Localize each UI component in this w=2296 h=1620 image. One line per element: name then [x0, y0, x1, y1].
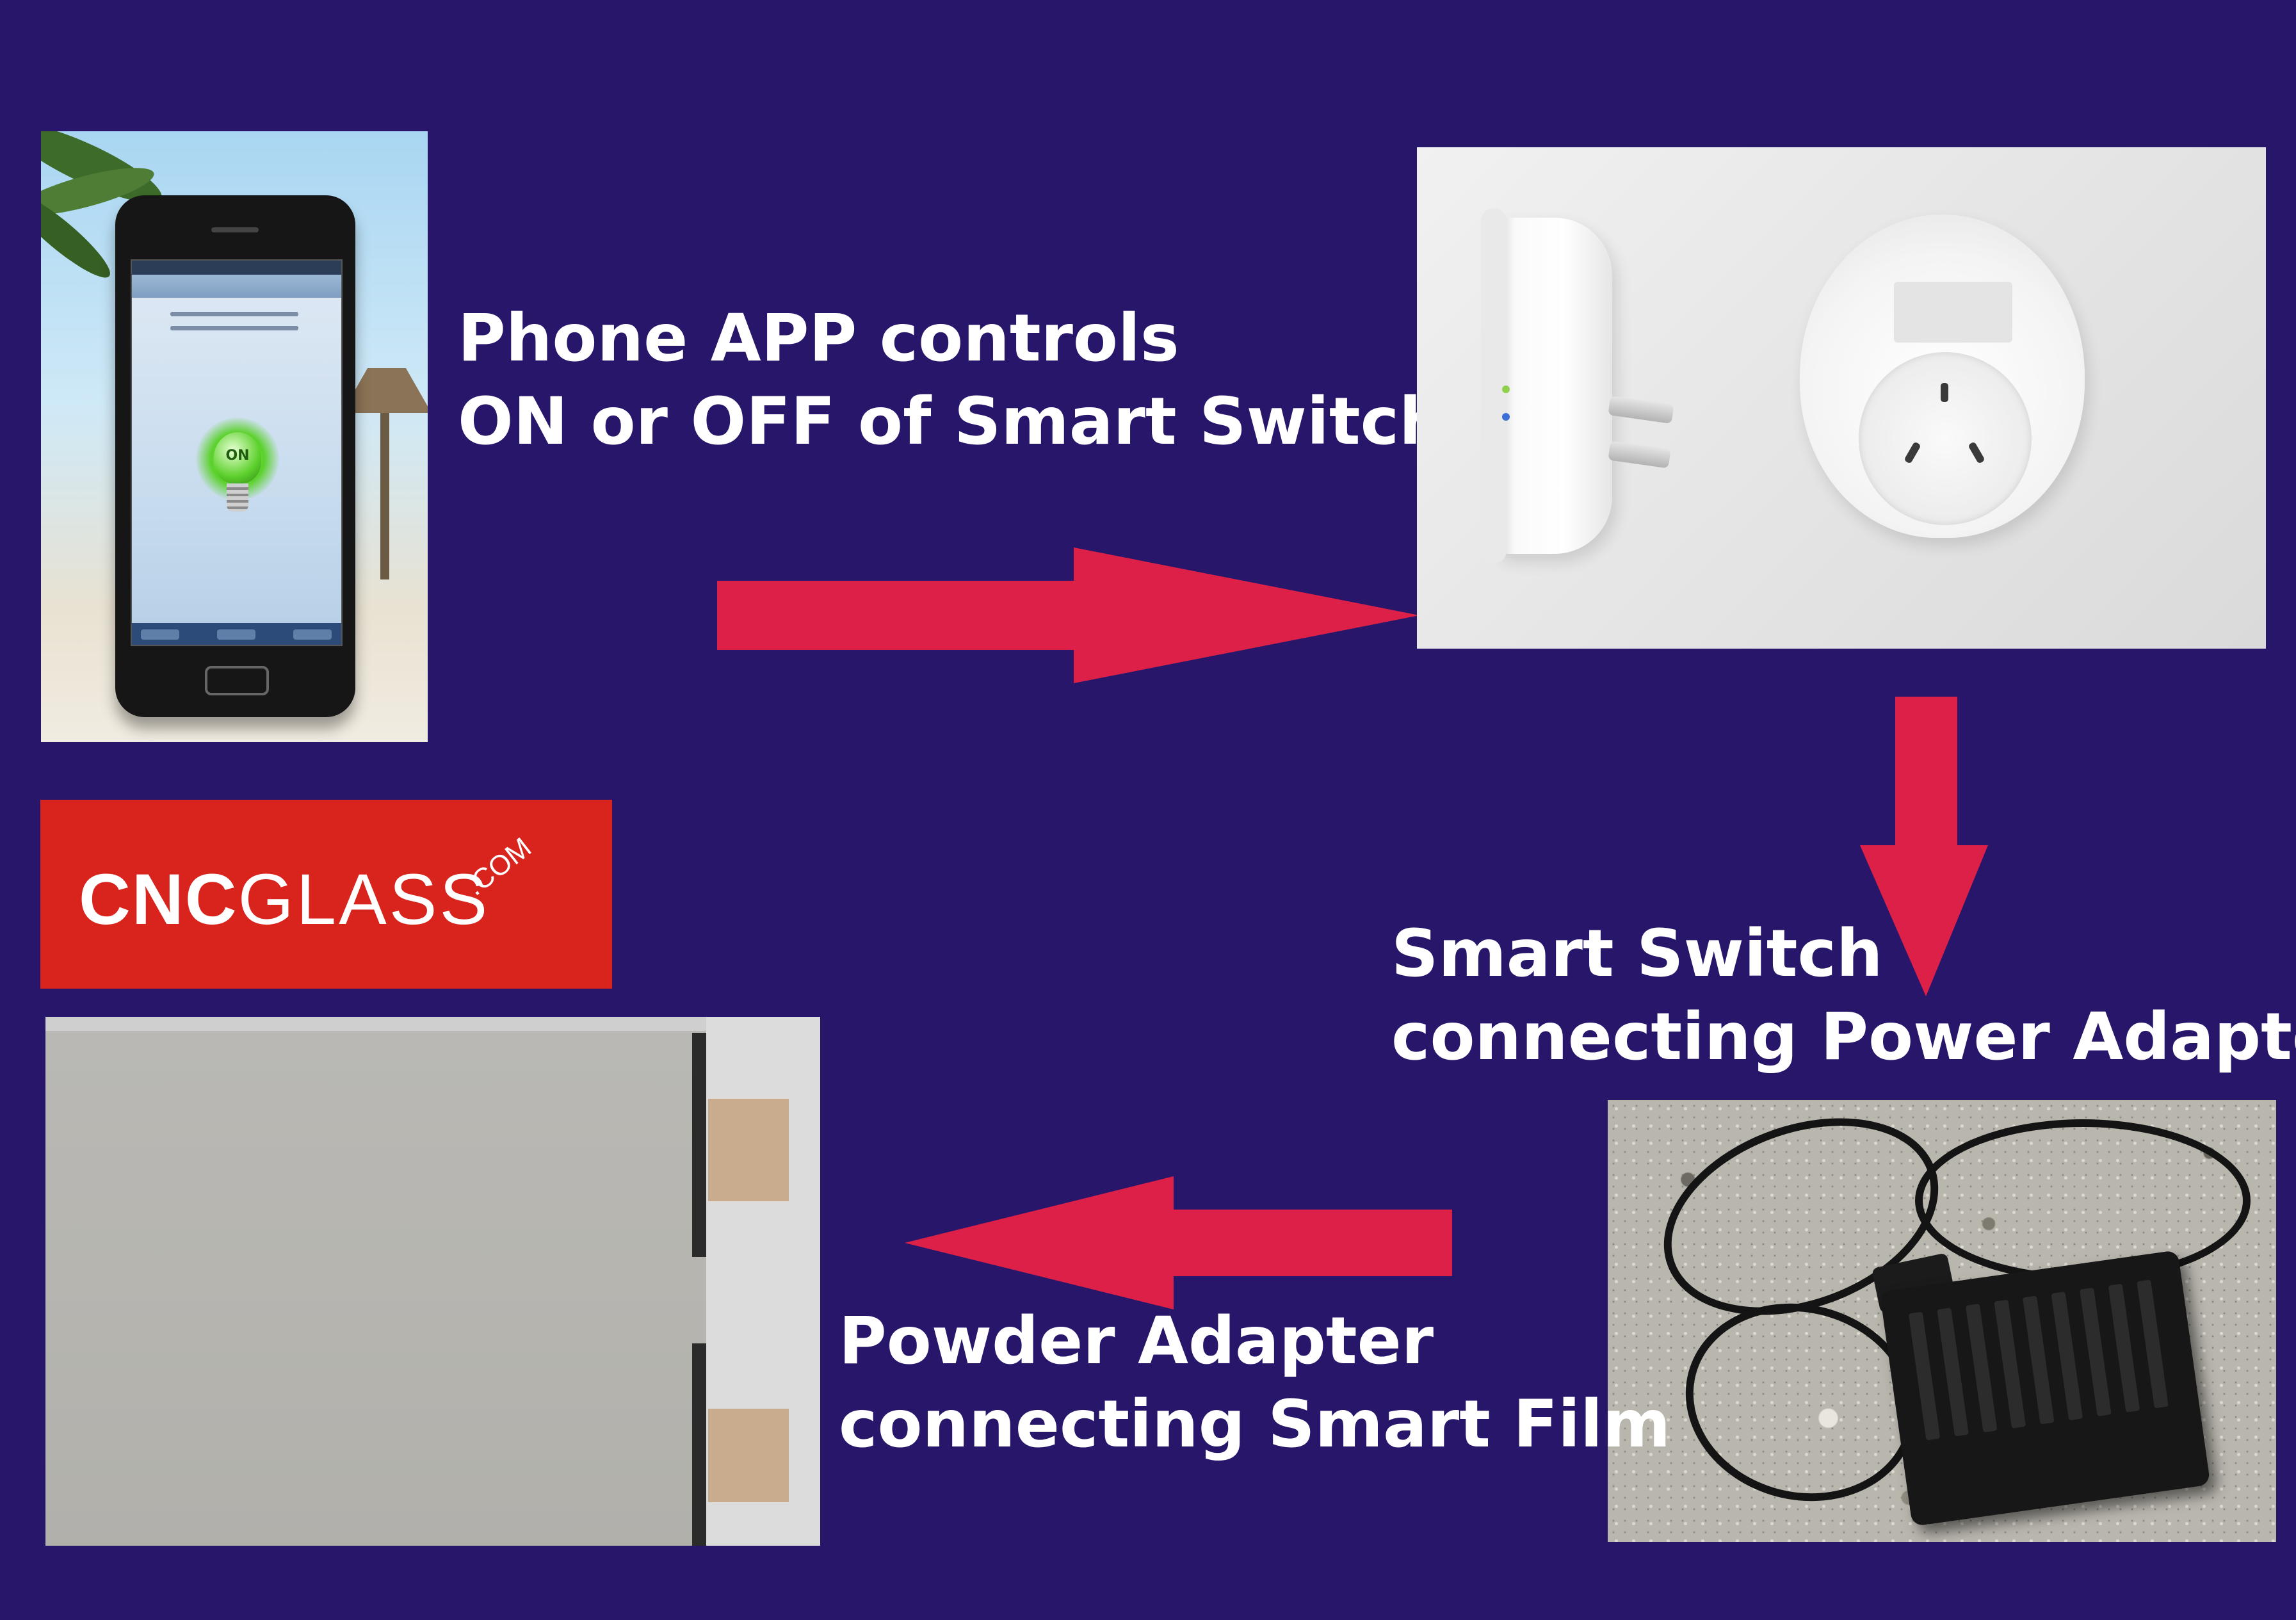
adapter-vent	[2022, 1295, 2055, 1425]
phone-tab-button[interactable]	[293, 629, 332, 640]
arrow-down	[1860, 697, 1988, 996]
phone-tab-button[interactable]	[141, 629, 179, 640]
socket-face	[1859, 352, 2032, 525]
caption-switch: Smart Switch connecting Power Adapter	[1391, 912, 2296, 1079]
phone-text-line	[170, 312, 298, 316]
arrow-right	[717, 547, 1419, 683]
phone-home-button	[205, 666, 269, 695]
caption-line: Phone APP controls	[458, 300, 1179, 377]
bulb-on-label: ON	[225, 448, 250, 464]
caption-line: Smart Switch	[1391, 916, 1883, 992]
bulb-base	[227, 483, 248, 512]
film-busbar	[692, 1343, 706, 1546]
adapter-vent	[2108, 1283, 2140, 1413]
caption-line: Powder Adapter	[839, 1303, 1434, 1379]
film-busbar	[692, 1033, 706, 1257]
adapter-vent	[1994, 1299, 2026, 1429]
caption-phone: Phone APP controls ON or OFF of Smart Sw…	[458, 297, 1446, 464]
adapter-vent	[1937, 1308, 1969, 1437]
status-led-icon	[1502, 385, 1510, 393]
phone-app-title-bar	[132, 275, 341, 298]
socket-hole	[1941, 383, 1948, 402]
arrow-left	[905, 1176, 1452, 1309]
smart-film-photo	[45, 1017, 820, 1546]
plug-prong	[1608, 441, 1671, 469]
phone-tab-bar	[132, 623, 341, 645]
logo-suffix: .COM	[460, 831, 537, 902]
plug-prong	[1608, 396, 1674, 424]
phone-screen: ON	[131, 259, 343, 646]
caption-line: ON or OFF of Smart Switch	[458, 384, 1446, 460]
adapter-vent	[1908, 1311, 1941, 1441]
logo-wordmark: CNCGLASS	[79, 864, 490, 936]
film-copper-tape	[708, 1409, 789, 1502]
phone-text-line	[170, 326, 298, 330]
logo-regular-text: GLASS	[238, 859, 490, 939]
smart-switch-photo	[1417, 147, 2266, 649]
caption-line: connecting Smart Film	[839, 1386, 1671, 1462]
power-adapter-box	[1879, 1250, 2211, 1527]
caption-line: connecting Power Adapter	[1391, 999, 2296, 1075]
adapter-vent	[2051, 1292, 2083, 1421]
phone-tab-button[interactable]	[217, 629, 255, 640]
film-copper-tape	[708, 1099, 789, 1201]
logo-bold-text: CNC	[79, 859, 238, 939]
adapter-vent	[1965, 1303, 1998, 1433]
socket-indicator-window	[1894, 282, 2012, 343]
smartphone: ON	[115, 195, 355, 717]
caption-adapter: Powder Adapter connecting Smart Film	[839, 1300, 1670, 1466]
beach-hut	[342, 368, 428, 579]
phone-app-photo: ON	[41, 131, 428, 742]
phone-status-bar	[132, 261, 341, 275]
smart-plug-front-face	[1481, 208, 1507, 563]
cncglass-logo: CNCGLASS .COM	[40, 800, 612, 989]
adapter-vent	[2137, 1279, 2169, 1409]
bulb-icon[interactable]	[214, 432, 261, 483]
phone-speaker	[211, 227, 259, 232]
smart-plug-side-view	[1491, 218, 1612, 554]
adapter-vent	[2080, 1287, 2112, 1417]
status-led-icon	[1502, 413, 1510, 421]
power-adapter-photo	[1608, 1100, 2276, 1542]
adapter-cable	[1915, 1119, 2251, 1282]
